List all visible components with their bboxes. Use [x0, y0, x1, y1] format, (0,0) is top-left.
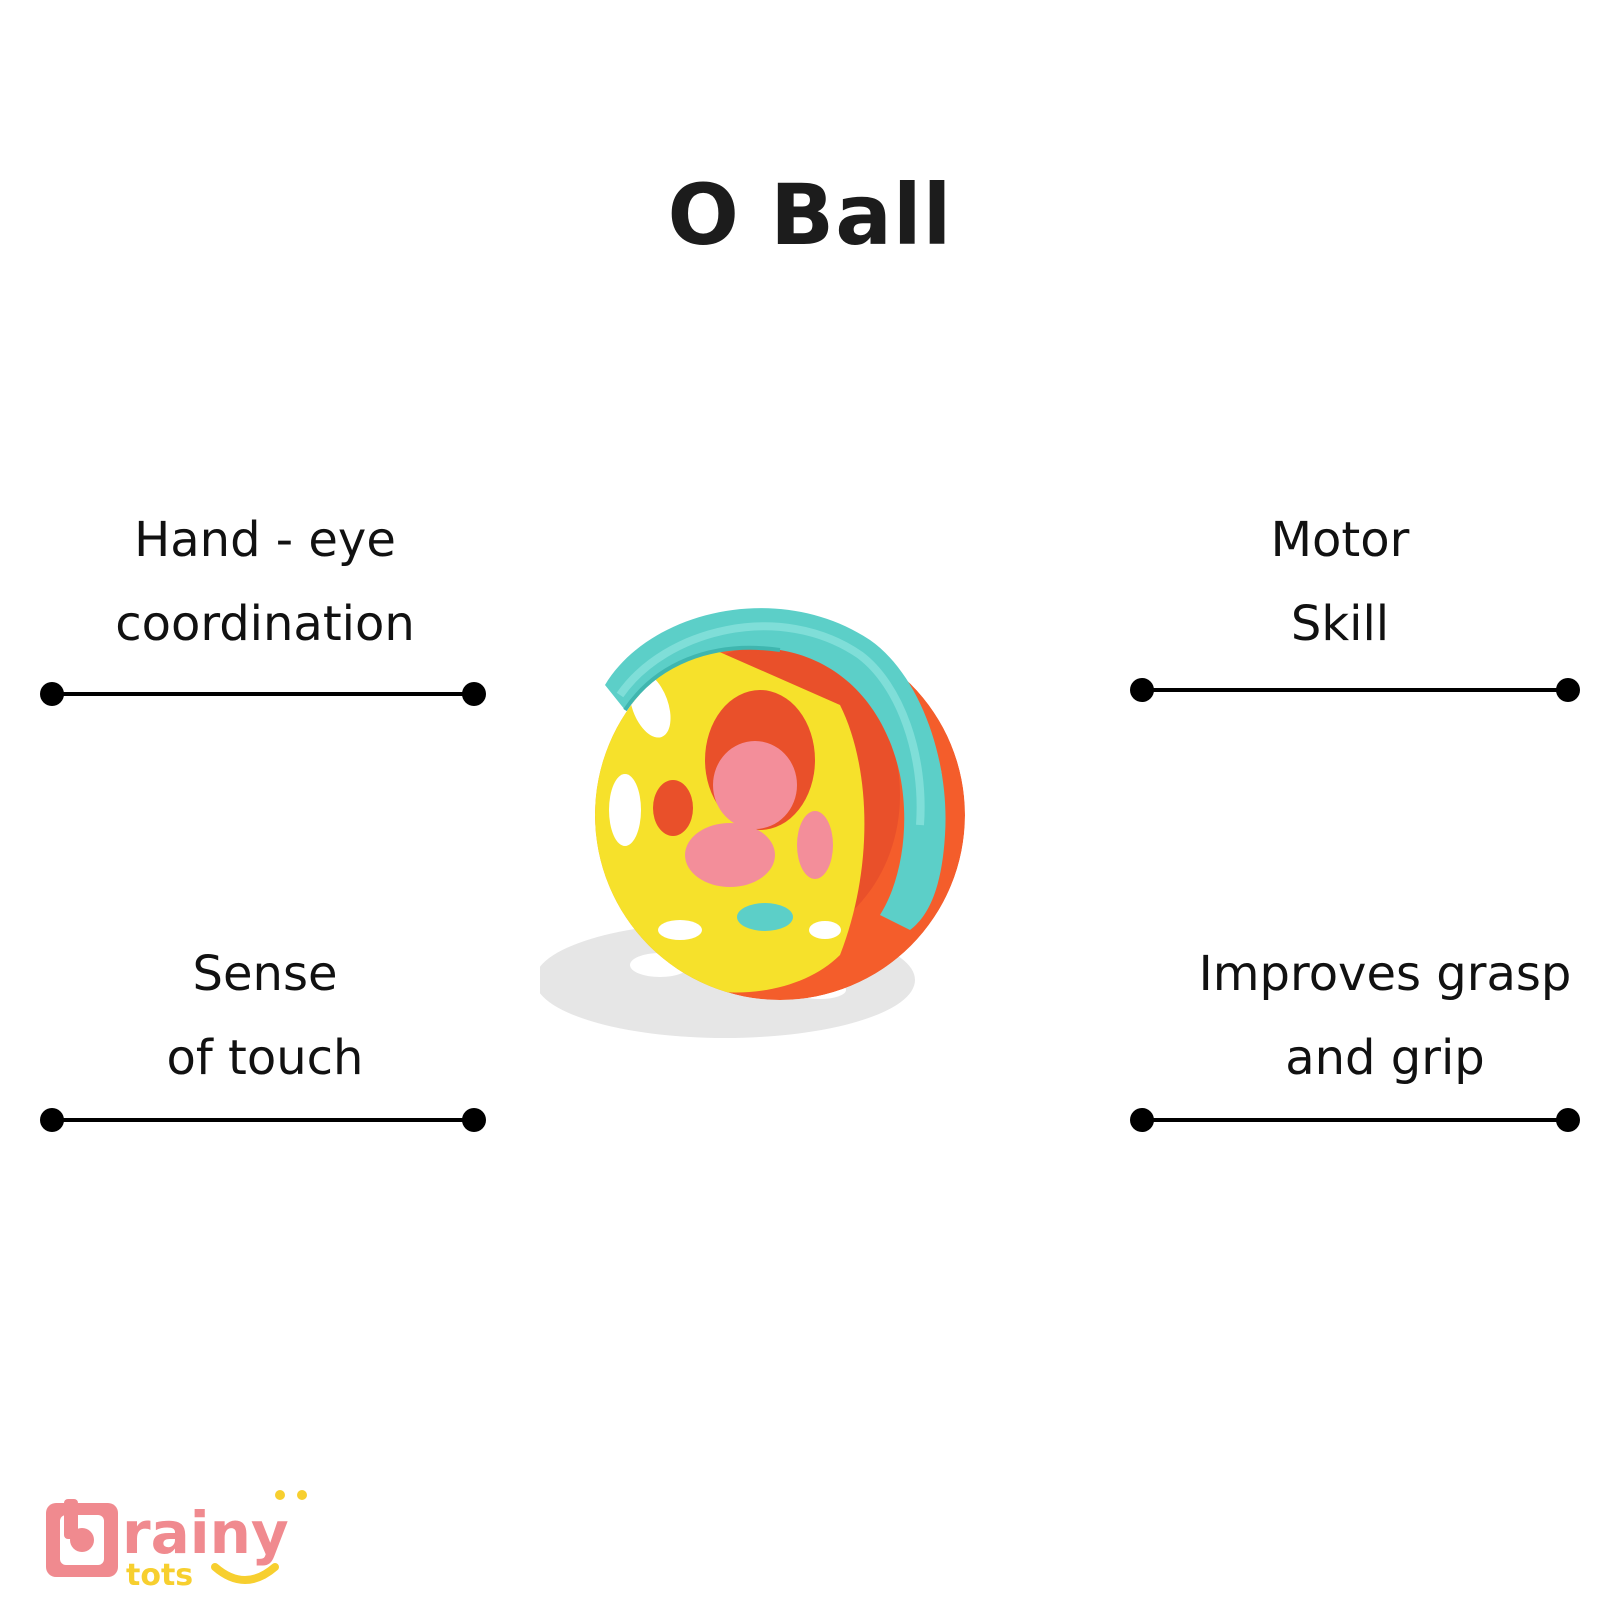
brand-name-main: rainy — [122, 1499, 289, 1567]
feature-label-line1: Improves grasp — [1198, 946, 1572, 1002]
brainy-tots-logo: rainy tots — [46, 1490, 307, 1593]
connector-dot-icon — [1130, 1108, 1154, 1132]
page-title: O Ball — [667, 166, 953, 264]
feature-label-line1: Sense — [192, 946, 338, 1002]
connector-dot-icon — [462, 1108, 486, 1132]
feature-label-line2: and grip — [1285, 1030, 1485, 1086]
feature-label-line2: Skill — [1290, 596, 1390, 652]
feature-label-line1: Hand - eye — [134, 512, 396, 568]
feature-sense-of-touch: Sense of touch — [5, 932, 525, 1100]
connector-dot-icon — [1556, 1108, 1580, 1132]
feature-connector-line — [1130, 1108, 1580, 1132]
connector-dot-icon — [1130, 678, 1154, 702]
feature-improves-grasp-and-grip: Improves grasp and grip — [1125, 932, 1620, 1100]
connector-dot-icon — [40, 1108, 64, 1132]
feature-label-line2: coordination — [115, 596, 415, 652]
brand-name-sub: tots — [126, 1558, 193, 1593]
feature-label-line1: Motor — [1270, 512, 1410, 568]
feature-hand-eye-coordination: Hand - eye coordination — [5, 498, 525, 666]
feature-label-line2: of touch — [166, 1030, 364, 1086]
feature-motor-skill: Motor Skill — [1080, 498, 1600, 666]
connector-dot-icon — [462, 682, 486, 706]
feature-connector-line — [40, 1108, 486, 1132]
connector-dot-icon — [1556, 678, 1580, 702]
feature-connector-line — [1130, 678, 1580, 702]
connector-dot-icon — [40, 682, 64, 706]
feature-connector-line — [40, 682, 486, 706]
o-ball-toy-image — [540, 608, 965, 1038]
